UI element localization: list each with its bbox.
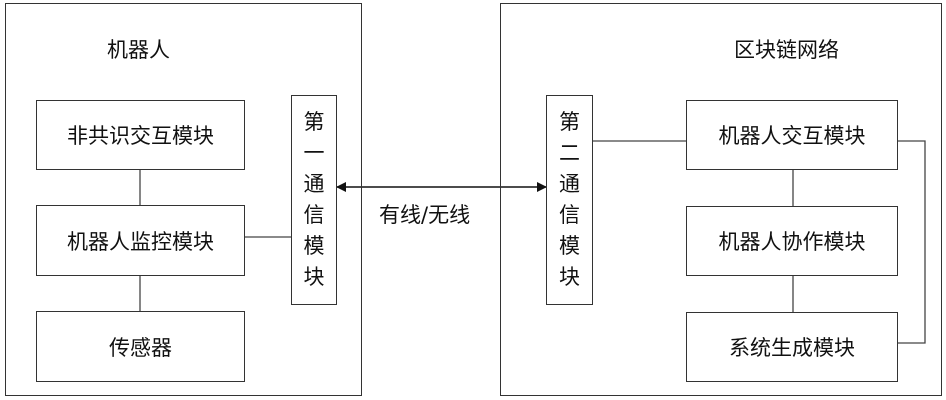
robot-monitor-module-label: 机器人监控模块 [67, 226, 214, 256]
system-generation-module: 系统生成模块 [686, 312, 898, 382]
first-comm-module-label: 第一通信模块 [302, 107, 326, 293]
system-generation-module-label: 系统生成模块 [729, 332, 855, 362]
robot-collaboration-module: 机器人协作模块 [686, 206, 898, 276]
link-label: 有线/无线 [379, 199, 470, 229]
robot-interaction-module: 机器人交互模块 [686, 100, 898, 170]
robot-title: 机器人 [107, 34, 170, 64]
non-consensus-module-label: 非共识交互模块 [67, 120, 214, 150]
sensor-module-label: 传感器 [109, 332, 172, 362]
non-consensus-module: 非共识交互模块 [36, 100, 245, 170]
second-comm-module: 第二通信模块 [546, 95, 593, 305]
first-comm-module: 第一通信模块 [291, 95, 337, 305]
blockchain-title: 区块链网络 [734, 34, 839, 64]
sensor-module: 传感器 [36, 311, 245, 382]
second-comm-module-label: 第二通信模块 [558, 107, 582, 293]
robot-interaction-module-label: 机器人交互模块 [719, 120, 866, 150]
robot-collaboration-module-label: 机器人协作模块 [719, 226, 866, 256]
robot-monitor-module: 机器人监控模块 [36, 205, 245, 276]
